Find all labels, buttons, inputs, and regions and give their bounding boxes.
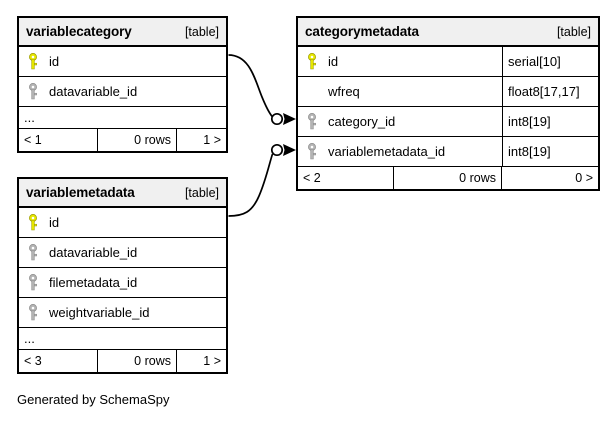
table-variablecategory[interactable]: variablecategory [table] id	[17, 16, 228, 153]
generated-by-caption: Generated by SchemaSpy	[17, 392, 170, 407]
column-type: int8[19]	[508, 114, 551, 129]
column-type-cell: int8[19]	[502, 137, 598, 166]
table-row[interactable]: filemetadata_id	[19, 268, 226, 298]
table-row-ellipsis: ...	[19, 328, 226, 350]
footer-prev-button[interactable]: < 1	[19, 129, 98, 151]
table-row[interactable]: id serial[10]	[298, 47, 598, 77]
column-cell: datavariable_id	[19, 77, 226, 106]
table-variablemetadata[interactable]: variablemetadata [table] id	[17, 177, 228, 374]
footer-prev-button[interactable]: < 2	[298, 167, 394, 189]
column-cell: datavariable_id	[19, 238, 226, 267]
column-cell: variablemetadata_id	[298, 137, 502, 166]
column-name: id	[49, 54, 60, 69]
key-icon-foreign	[29, 304, 37, 321]
column-name: variablemetadata_id	[328, 144, 446, 159]
connector-arrowhead	[283, 113, 296, 125]
relationship-variablecategory-to-categorymetadata	[228, 54, 296, 126]
footer-next-button[interactable]: 1 >	[203, 354, 221, 368]
table-row[interactable]: variablemetadata_id int8[19]	[298, 137, 598, 167]
table-row[interactable]: datavariable_id	[19, 238, 226, 268]
column-cell: weightvariable_id	[19, 298, 226, 327]
table-row-ellipsis: ...	[19, 107, 226, 129]
footer-prev-button[interactable]: < 3	[19, 350, 98, 372]
table-title: variablemetadata	[26, 185, 135, 200]
table-footer: < 2 0 rows 0 >	[298, 167, 598, 189]
table-row[interactable]: wfreq float8[17,17]	[298, 77, 598, 107]
connector-arrowhead	[283, 144, 296, 156]
key-icon-foreign	[29, 244, 37, 261]
table-footer: < 1 0 rows 1 >	[19, 129, 226, 151]
column-type: serial[10]	[508, 54, 561, 69]
table-row[interactable]: weightvariable_id	[19, 298, 226, 328]
key-icon-primary	[29, 214, 37, 231]
column-cell: id	[19, 47, 226, 76]
table-kind-label: [table]	[184, 24, 219, 39]
column-name: category_id	[328, 114, 396, 129]
table-row[interactable]: datavariable_id	[19, 77, 226, 107]
column-type: float8[17,17]	[508, 84, 580, 99]
column-name: weightvariable_id	[49, 305, 150, 320]
key-icon-foreign	[308, 113, 316, 130]
table-header-variablemetadata: variablemetadata [table]	[19, 179, 226, 208]
table-categorymetadata[interactable]: categorymetadata [table] id serial[10] w…	[296, 16, 600, 191]
column-name: id	[49, 215, 60, 230]
table-row[interactable]: id	[19, 47, 226, 77]
connector-endpoint-circle	[270, 143, 284, 157]
table-row[interactable]: category_id int8[19]	[298, 107, 598, 137]
key-icon-primary	[29, 53, 37, 70]
key-icon-foreign	[308, 143, 316, 160]
column-list: id serial[10] wfreq float8[17,17]	[298, 47, 598, 189]
column-type-cell: int8[19]	[502, 107, 598, 136]
column-cell: id	[19, 208, 226, 237]
footer-row-count: 0 rows	[394, 167, 502, 189]
column-name: datavariable_id	[49, 84, 138, 99]
column-type-cell: float8[17,17]	[502, 77, 598, 106]
key-icon-foreign	[29, 83, 37, 100]
relationship-variablemetadata-to-categorymetadata	[228, 143, 296, 217]
ellipsis-label: ...	[24, 109, 35, 125]
column-cell: wfreq	[298, 77, 502, 106]
key-icon-foreign	[29, 274, 37, 291]
table-title: variablecategory	[26, 24, 132, 39]
ellipsis-label: ...	[24, 330, 35, 346]
column-cell: id	[298, 47, 502, 76]
table-title: categorymetadata	[305, 24, 419, 39]
footer-row-count: 0 rows	[98, 350, 177, 372]
column-name: datavariable_id	[49, 245, 138, 260]
table-footer: < 3 0 rows 1 >	[19, 350, 226, 372]
column-type: int8[19]	[508, 144, 551, 159]
table-header-variablecategory: variablecategory [table]	[19, 18, 226, 47]
column-name: filemetadata_id	[49, 275, 138, 290]
column-list: id datavariable_id	[19, 208, 226, 372]
column-cell: category_id	[298, 107, 502, 136]
footer-row-count: 0 rows	[98, 129, 177, 151]
column-type-cell: serial[10]	[502, 47, 598, 76]
table-kind-label: [table]	[184, 185, 219, 200]
column-list: id datavariable_id ... < 1 0 rows 1 >	[19, 47, 226, 151]
footer-next-button[interactable]: 0 >	[575, 171, 593, 185]
footer-next-button[interactable]: 1 >	[203, 133, 221, 147]
table-kind-label: [table]	[556, 24, 591, 39]
column-name: id	[328, 54, 339, 69]
key-icon-primary	[308, 53, 316, 70]
table-header-categorymetadata: categorymetadata [table]	[298, 18, 598, 47]
connector-endpoint-circle	[270, 112, 284, 126]
column-name: wfreq	[328, 84, 360, 99]
table-row[interactable]: id	[19, 208, 226, 238]
column-cell: filemetadata_id	[19, 268, 226, 297]
